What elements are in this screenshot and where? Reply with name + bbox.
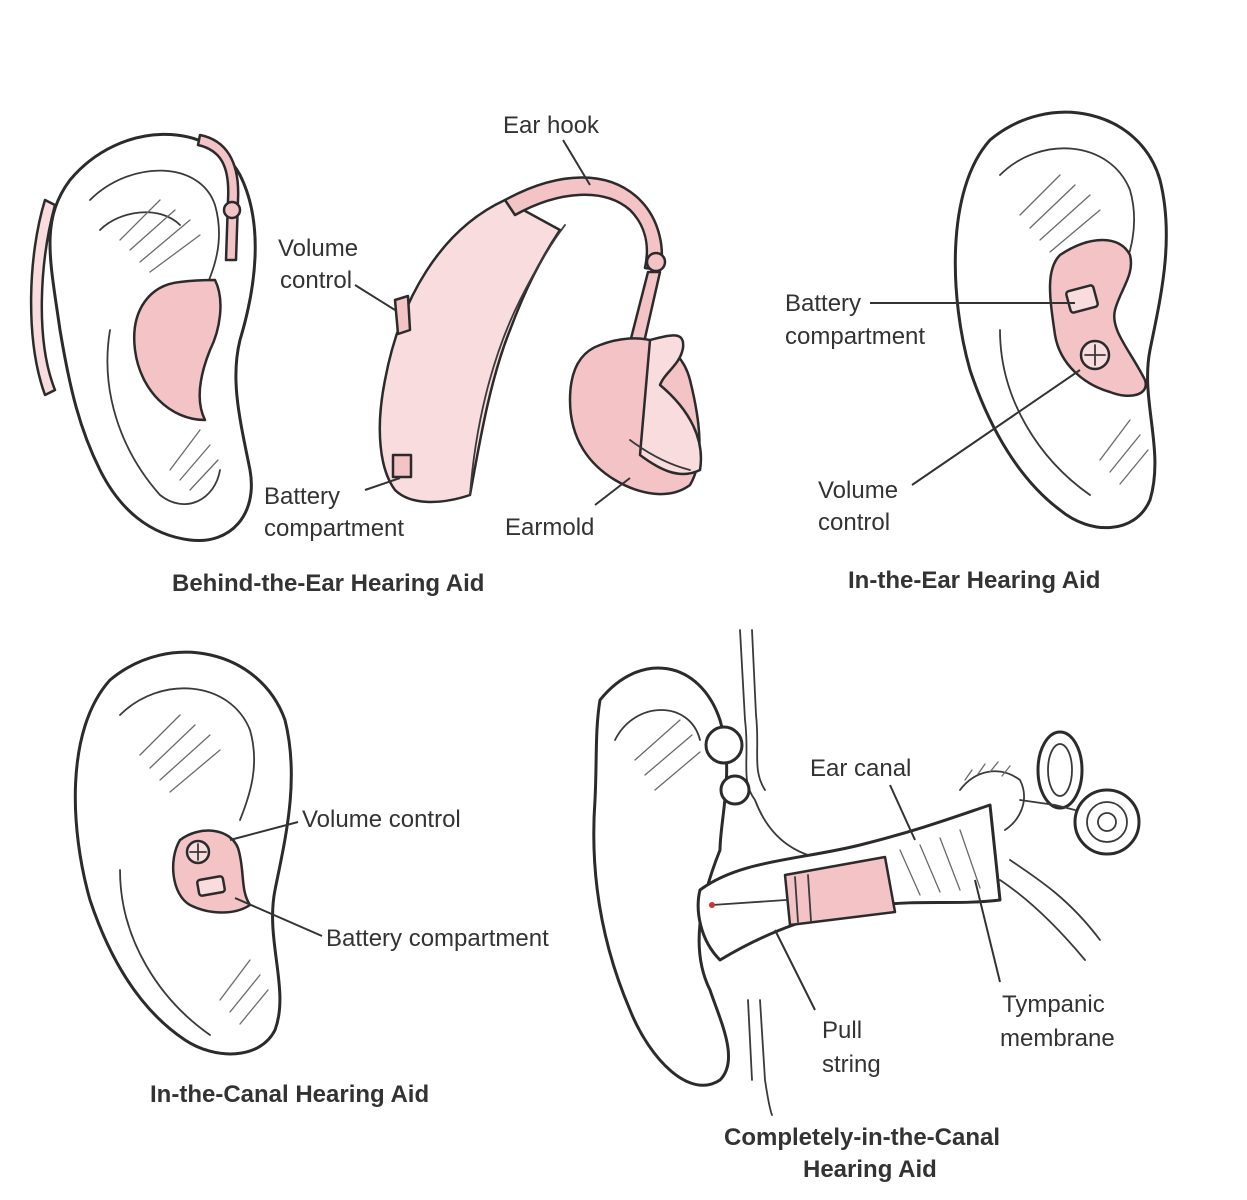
ite-ear-illustration — [953, 110, 1168, 530]
label-ite-volume-2: control — [818, 509, 890, 536]
caption-ite: In-the-Ear Hearing Aid — [848, 567, 1100, 594]
label-ear-hook: Ear hook — [503, 112, 600, 139]
label-tympanic-1: Tympanic — [1002, 991, 1105, 1018]
label-ite-battery-1: Battery — [785, 290, 861, 317]
label-bte-battery-2: compartment — [264, 515, 404, 542]
label-tympanic-2: membrane — [1000, 1025, 1115, 1052]
label-ite-volume-1: Volume — [818, 477, 898, 504]
label-ear-canal: Ear canal — [810, 755, 911, 782]
caption-bte: Behind-the-Ear Hearing Aid — [172, 570, 484, 597]
label-bte-volume-1: Volume — [278, 235, 358, 262]
caption-cic-1: Completely-in-the-Canal — [724, 1124, 1000, 1151]
label-earmold: Earmold — [505, 514, 594, 541]
label-bte-volume-2: control — [280, 267, 352, 294]
label-itc-volume: Volume control — [302, 806, 461, 833]
label-ite-battery-2: compartment — [785, 323, 925, 350]
label-bte-battery-1: Battery — [264, 483, 340, 510]
itc-ear-illustration — [73, 650, 293, 1056]
label-pull-string-1: Pull — [822, 1017, 862, 1044]
cic-ear-crosssection-illustration — [592, 629, 1141, 1116]
label-itc-battery: Battery compartment — [326, 925, 549, 952]
bte-device-illustration — [378, 176, 703, 504]
caption-cic-2: Hearing Aid — [803, 1156, 937, 1183]
caption-itc: In-the-Canal Hearing Aid — [150, 1081, 429, 1108]
label-pull-string-2: string — [822, 1051, 881, 1078]
bte-ear-illustration — [29, 132, 257, 543]
